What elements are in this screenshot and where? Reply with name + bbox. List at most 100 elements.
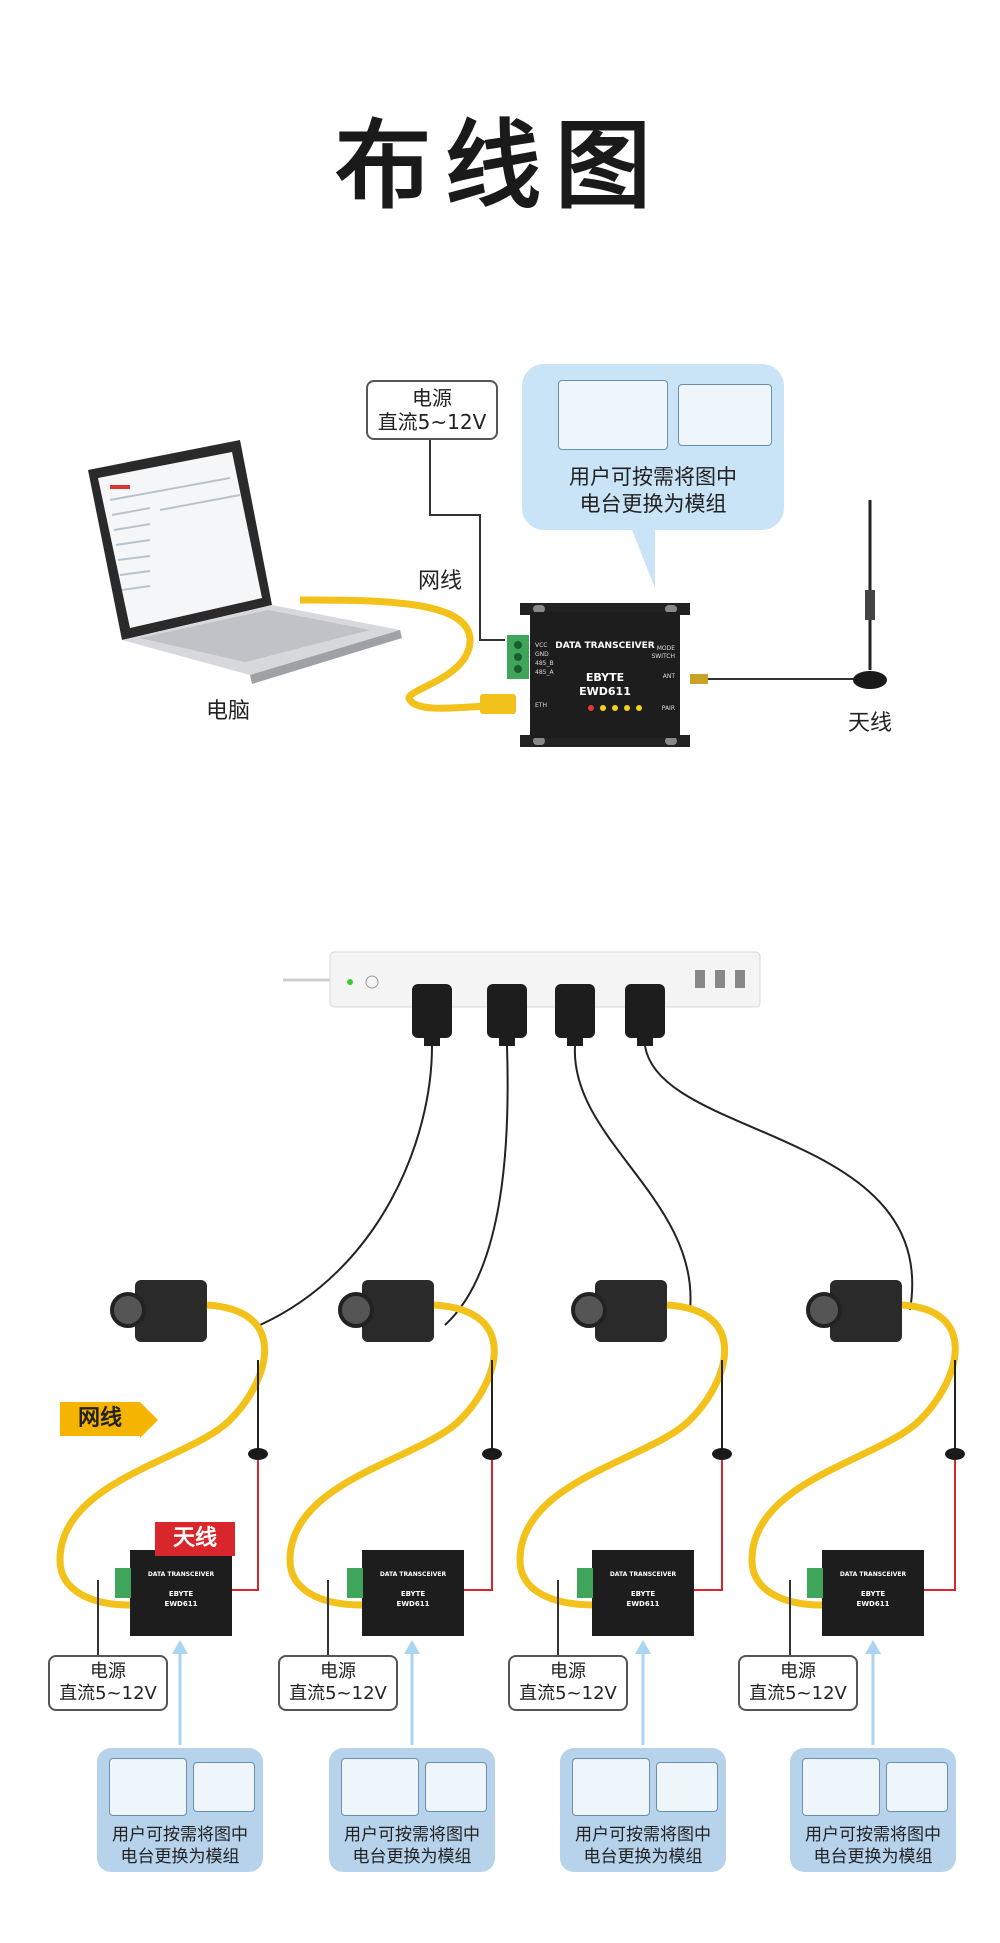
module-box: 用户可按需将图中 电台更换为模组 xyxy=(790,1748,956,1872)
ethernet-cable xyxy=(748,1301,959,1609)
antenna-wire xyxy=(464,1460,493,1591)
camera-icon xyxy=(110,1280,207,1342)
port-label: GND xyxy=(535,651,549,658)
svg-text:DATA TRANSCEIVER: DATA TRANSCEIVER xyxy=(840,1571,907,1578)
module-box: 用户可按需将图中 电台更换为模组 xyxy=(560,1748,726,1872)
cable-label: 网线 xyxy=(418,569,463,594)
port-label-right: SWITCH xyxy=(651,653,675,660)
power-sub: 直流5~12V xyxy=(377,410,487,434)
device-header: DATA TRANSCEIVER xyxy=(555,641,655,651)
rj45-plug xyxy=(480,694,516,714)
power-title: 电源 xyxy=(412,386,452,410)
svg-text:EBYTE: EBYTE xyxy=(861,1590,886,1598)
antenna-icon xyxy=(945,1360,965,1460)
svg-text:EWD611: EWD611 xyxy=(165,1600,198,1608)
module-image xyxy=(802,1758,880,1816)
camera-icon xyxy=(571,1280,667,1342)
cable-tag: 网线 xyxy=(60,1402,140,1436)
transceiver-device: DATA TRANSCEIVER EBYTE EWD611 xyxy=(577,1550,694,1636)
adapter-cable xyxy=(573,1045,692,1311)
power-callout: 电源 直流5~12V xyxy=(48,1655,168,1711)
antenna-tag: 天线 xyxy=(155,1522,235,1556)
power-wire xyxy=(429,430,505,641)
antenna-icon xyxy=(248,1360,268,1460)
port-label: 485_B xyxy=(535,660,554,667)
module-line: 用户可按需将图中 xyxy=(805,1825,941,1845)
module-image xyxy=(886,1762,948,1812)
svg-text:EBYTE: EBYTE xyxy=(401,1590,426,1598)
power-sub: 直流5~12V xyxy=(519,1683,617,1704)
power-sub: 直流5~12V xyxy=(59,1683,157,1704)
svg-text:DATA TRANSCEIVER: DATA TRANSCEIVER xyxy=(610,1571,677,1578)
arrow-head xyxy=(865,1640,881,1654)
module-line: 电台更换为模组 xyxy=(583,1847,703,1867)
transceiver-device: DATA TRANSCEIVER EBYTE EWD611 xyxy=(347,1550,464,1636)
module-line: 用户可按需将图中 xyxy=(344,1825,480,1845)
arrow-head xyxy=(172,1640,188,1654)
module-line: 用户可按需将图中 xyxy=(575,1825,711,1845)
power-title: 电源 xyxy=(90,1661,126,1682)
power-callout: 电源 直流5~12V xyxy=(508,1655,628,1711)
power-adapter-icon xyxy=(412,984,452,1046)
camera-icon xyxy=(806,1280,902,1342)
module-image xyxy=(678,384,772,446)
module-image xyxy=(558,380,668,450)
transceiver-device: DATA TRANSCEIVER EBYTE EWD611 VCC GND 48… xyxy=(507,603,708,747)
module-image xyxy=(109,1758,187,1816)
antenna-icon xyxy=(708,500,887,689)
bubble-line: 用户可按需将图中 xyxy=(569,465,737,489)
bubble-line: 电台更换为模组 xyxy=(579,492,727,516)
power-title: 电源 xyxy=(320,1661,356,1682)
computer-label: 电脑 xyxy=(206,699,251,724)
adapter-cable xyxy=(259,1045,433,1326)
svg-text:EBYTE: EBYTE xyxy=(631,1590,656,1598)
ethernet-cable xyxy=(299,596,516,712)
power-sub: 直流5~12V xyxy=(289,1683,387,1704)
power-callout: 电源 直流5~12V xyxy=(738,1655,858,1711)
module-line: 电台更换为模组 xyxy=(813,1847,933,1867)
transceiver-device: DATA TRANSCEIVER EBYTE EWD611 xyxy=(807,1550,924,1636)
module-image xyxy=(656,1762,718,1812)
svg-text:DATA TRANSCEIVER: DATA TRANSCEIVER xyxy=(380,1571,447,1578)
module-line: 用户可按需将图中 xyxy=(112,1825,248,1845)
arrow-head xyxy=(404,1640,420,1654)
antenna-wire xyxy=(694,1460,723,1591)
device-brand: EBYTE xyxy=(586,671,624,684)
laptop-icon xyxy=(88,440,402,684)
port-label: ETH xyxy=(535,702,547,709)
antenna-label: 天线 xyxy=(848,711,893,736)
module-box: 用户可按需将图中 电台更换为模组 xyxy=(329,1748,495,1872)
antenna-wire xyxy=(232,1460,259,1591)
module-line: 电台更换为模组 xyxy=(120,1847,240,1867)
cable-tag-arrow xyxy=(140,1402,158,1438)
module-image xyxy=(425,1762,487,1812)
top-wiring-diagram: DATA TRANSCEIVER EBYTE EWD611 VCC GND 48… xyxy=(88,430,887,747)
port-label-right: MODE xyxy=(657,645,676,652)
svg-text:EWD611: EWD611 xyxy=(397,1600,430,1608)
svg-text:EWD611: EWD611 xyxy=(857,1600,890,1608)
bubble-pointer xyxy=(628,520,655,588)
power-title: 电源 xyxy=(550,1661,586,1682)
port-label: 485_A xyxy=(535,669,554,676)
antenna-wire xyxy=(924,1460,956,1591)
antenna-icon xyxy=(482,1360,502,1460)
svg-text:DATA TRANSCEIVER: DATA TRANSCEIVER xyxy=(148,1571,215,1578)
module-bubble: 用户可按需将图中 电台更换为模组 xyxy=(522,364,784,530)
device-model: EWD611 xyxy=(579,685,631,698)
camera-icon xyxy=(338,1280,434,1342)
antenna-icon xyxy=(712,1360,732,1460)
port-label: VCC xyxy=(535,642,547,649)
svg-text:EWD611: EWD611 xyxy=(627,1600,660,1608)
power-adapter-icon xyxy=(625,984,665,1046)
adapter-cable xyxy=(444,1045,509,1326)
power-callout: 电源 直流5~12V xyxy=(278,1655,398,1711)
module-image xyxy=(341,1758,419,1816)
module-image xyxy=(572,1758,650,1816)
adapter-cable xyxy=(644,1045,914,1311)
power-sub: 直流5~12V xyxy=(749,1683,847,1704)
bottom-wiring-diagram: DATA TRANSCEIVER EBYTE EWD611 DATA TRANSCE… xyxy=(56,951,965,1745)
ethernet-cable xyxy=(56,1301,268,1609)
power-callout: 电源 直流5~12V xyxy=(366,380,498,440)
ethernet-cable xyxy=(516,1301,728,1609)
